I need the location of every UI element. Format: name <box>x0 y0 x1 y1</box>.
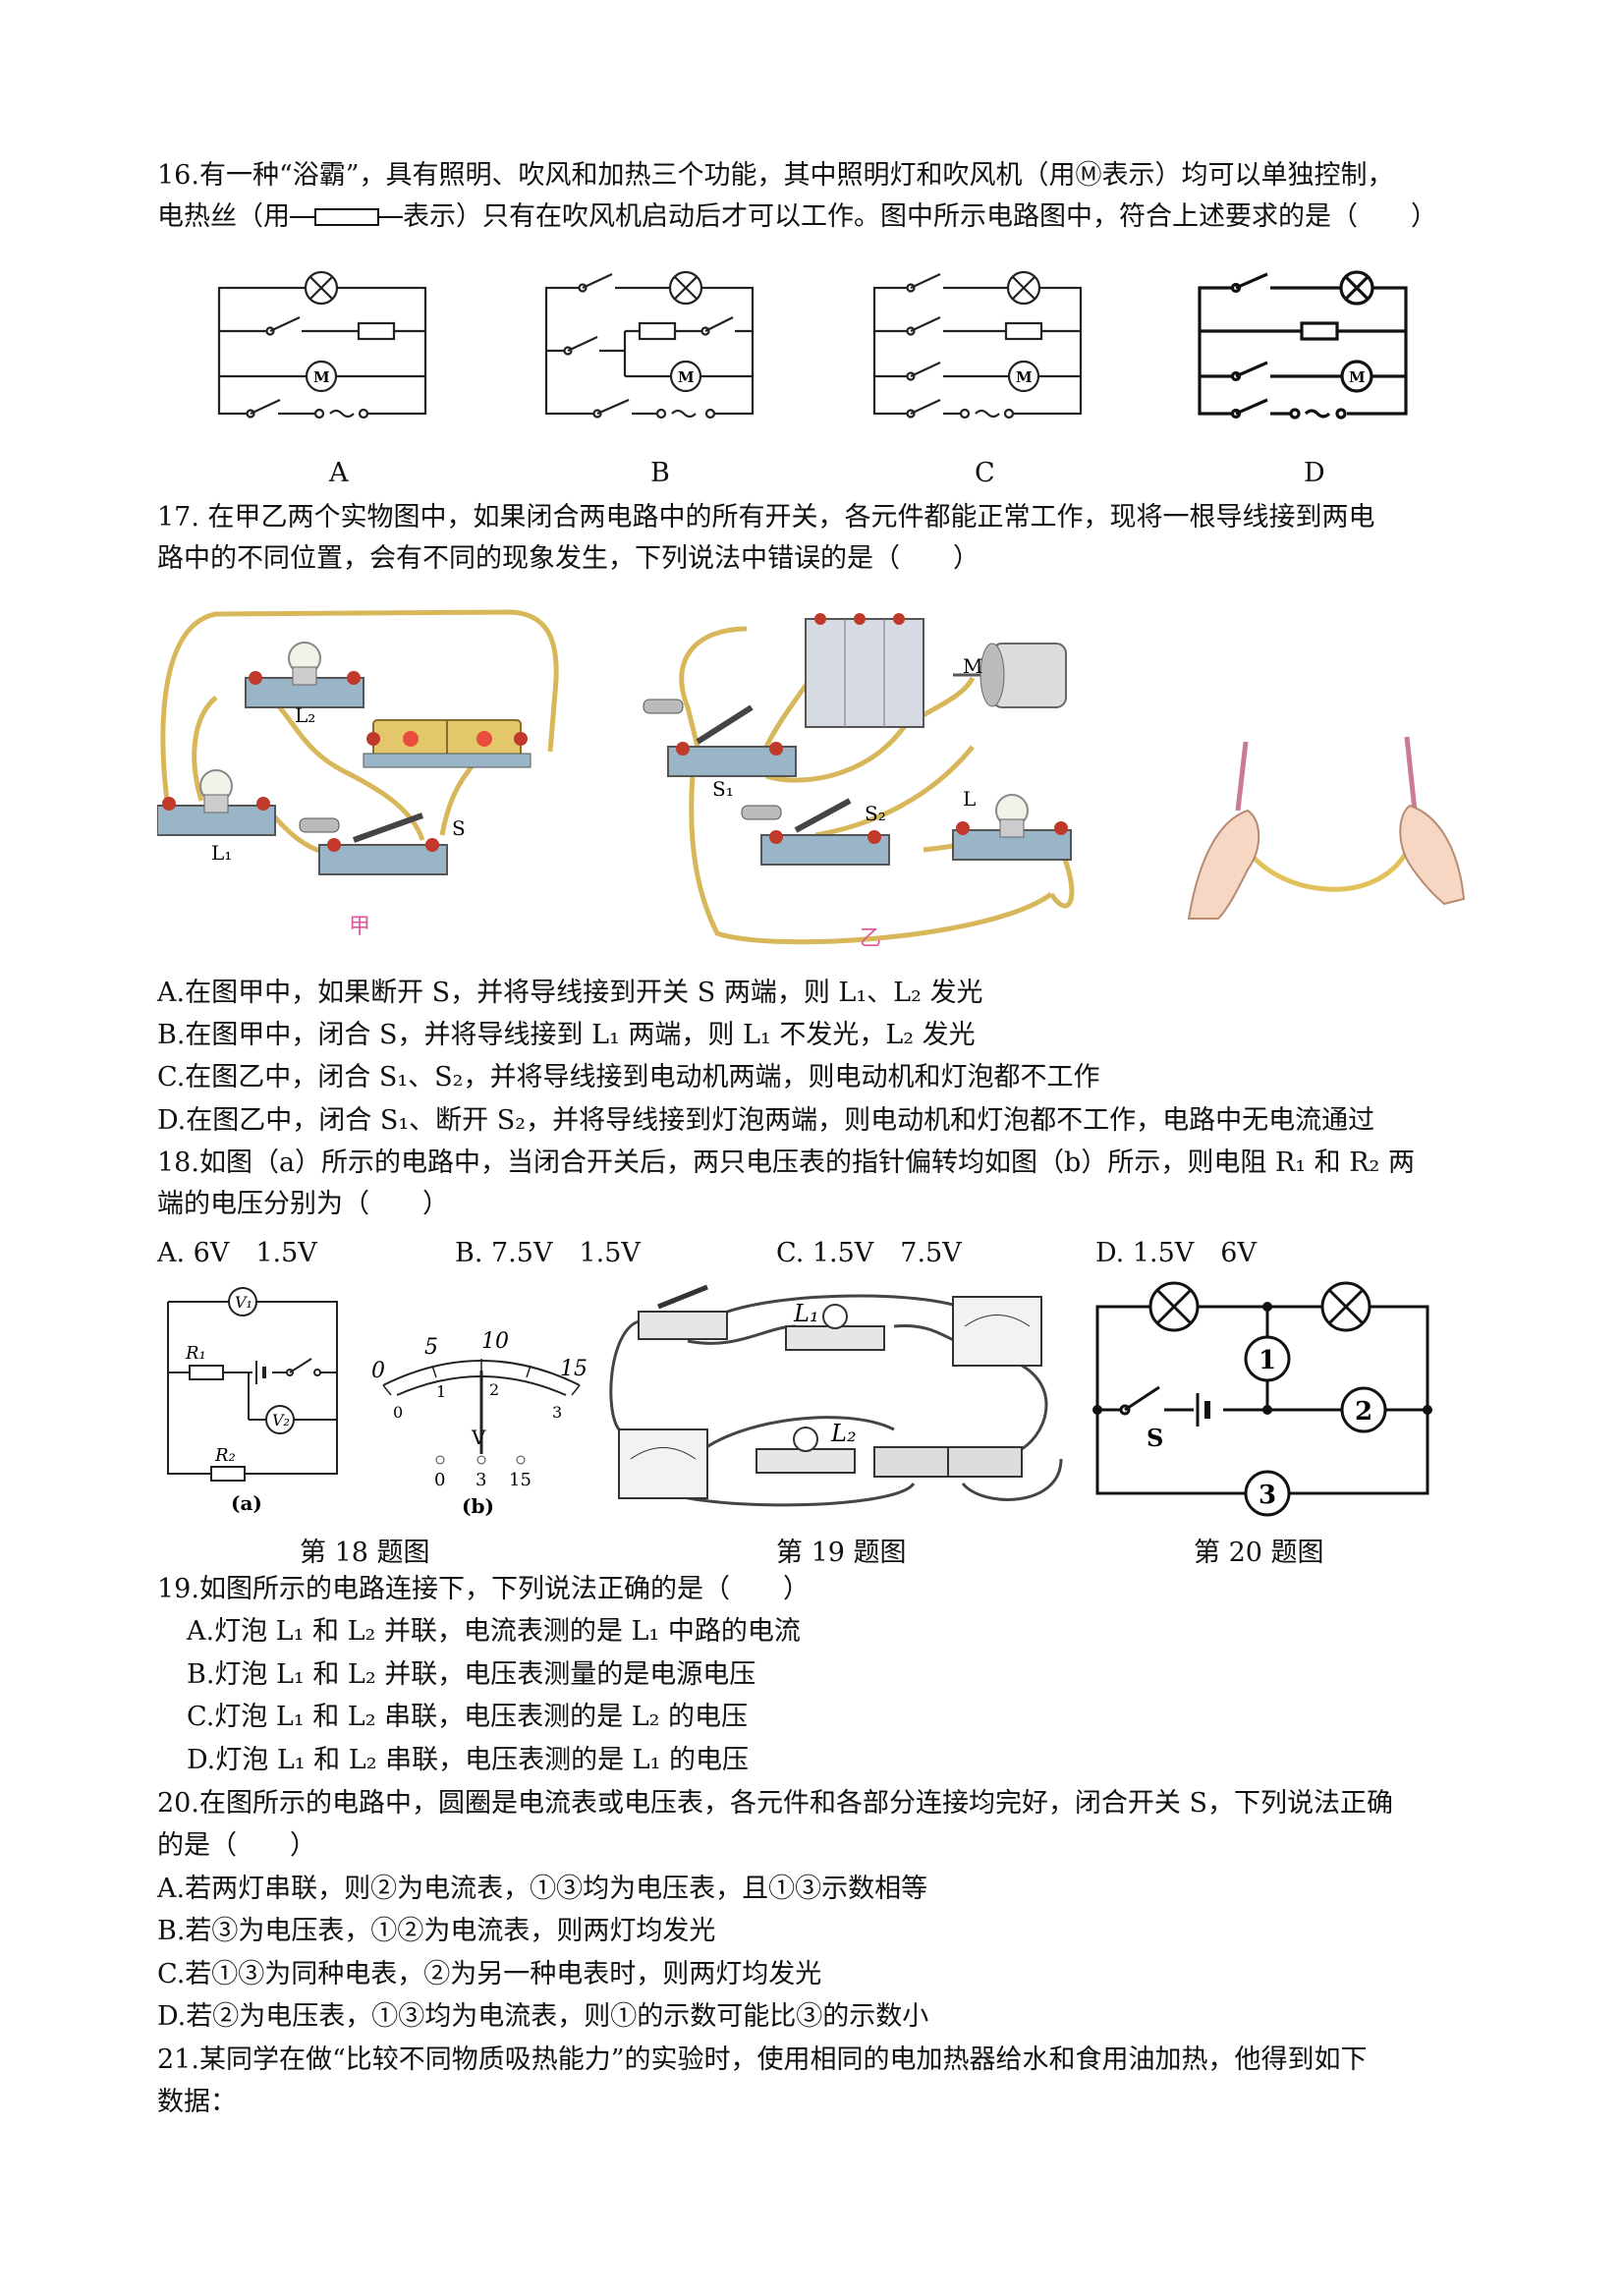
q18-stem-line1: 18.如图（a）所示的电路中，当闭合开关后，两只电压表的指针偏转均如图（b）所示… <box>157 1148 1415 1178</box>
q18-dial-bottom-1: 1 <box>436 1382 446 1401</box>
q17-label-l1: L₁ <box>211 841 232 865</box>
q17-label-s2: S₂ <box>865 802 886 825</box>
q18-option-d: D. 1.5V 6V <box>1095 1238 1257 1268</box>
q18-voltmeter-dial: 0 5 10 15 0 1 2 3 V 0 3 15 (b) <box>371 1329 588 1518</box>
q17-label-s: S <box>452 816 466 840</box>
q19-option-c: C.灯泡 L₁ 和 L₂ 串联，电压表测的是 L₂ 的电压 <box>187 1702 749 1732</box>
fig18-caption: 第 18 题图 <box>300 1538 430 1568</box>
q16-label-d: D <box>1304 458 1325 488</box>
q17-label-l: L <box>963 787 976 811</box>
svg-text:M: M <box>313 368 330 386</box>
q18-dial-bottom-0: 0 <box>393 1403 403 1422</box>
q19-stem: 19.如图所示的电路连接下，下列说法正确的是（ ） <box>157 1574 810 1604</box>
q20-option-d: D.若②为电压表，①③均为电流表，则①的示数可能比③的示数小 <box>157 2001 929 2032</box>
q18-dial-top-15: 15 <box>560 1357 588 1381</box>
q20-meter-3: 3 <box>1259 1481 1276 1510</box>
q19-option-d: D.灯泡 L₁ 和 L₂ 串联，电压表测的是 L₁ 的电压 <box>187 1745 750 1775</box>
q16-circuit-a: M <box>217 270 427 420</box>
q18-dial-bottom-3: 3 <box>552 1403 562 1422</box>
svg-text:M: M <box>1349 368 1366 386</box>
q21-stem-line1: 21.某同学在做“比较不同物质吸热能力”的实验时，使用相同的电加热器给水和食用油… <box>157 2044 1368 2075</box>
q18-option-c: C. 1.5V 7.5V <box>776 1238 962 1268</box>
q17-stem-line1: 17. 在甲乙两个实物图中，如果闭合两电路中的所有开关，各元件都能正常工作，现将… <box>157 502 1375 532</box>
q21-stem-line2: 数据： <box>157 2087 237 2117</box>
q18-caption-a: (a) <box>231 1491 262 1515</box>
fig19-caption: 第 19 题图 <box>776 1538 907 1568</box>
q16-circuit-c: M <box>872 270 1083 420</box>
q17-option-b: B.在图甲中，闭合 S，并将导线接到 L₁ 两端，则 L₁ 不发光，L₂ 发光 <box>157 1020 976 1050</box>
q19-circuit-figure: L₁ L₂ <box>609 1284 1063 1507</box>
q16-label-a: A <box>329 458 349 488</box>
q17-figure-jia: L₂ L₁ S 甲 <box>157 609 559 939</box>
q20-meter-1: 1 <box>1259 1346 1276 1375</box>
fig20-caption: 第 20 题图 <box>1194 1538 1324 1568</box>
q16-label-b: B <box>650 458 670 488</box>
q20-circuit-figure: S 1 2 3 <box>1092 1281 1432 1517</box>
q18-dial-top-0: 0 <box>371 1359 385 1383</box>
q20-label-s: S <box>1147 1424 1163 1452</box>
q16-label-c: C <box>975 458 995 488</box>
q19-option-b: B.灯泡 L₁ 和 L₂ 并联，电压表测量的是电源电压 <box>187 1659 756 1690</box>
q18-label-v2: V₂ <box>272 1411 290 1429</box>
svg-text:M: M <box>1016 368 1033 386</box>
q17-label-s1: S₁ <box>712 777 734 801</box>
q20-option-a: A.若两灯串联，则②为电流表，①③均为电压表，且①③示数相等 <box>157 1874 928 1904</box>
q16-stem-line2-b: 表示）只有在吹风机启动后才可以工作。图中所示电路图中，符合上述要求的是（ ） <box>403 201 1437 232</box>
q18-stem-line2: 端的电压分别为（ ） <box>157 1189 449 1219</box>
q19-option-a: A.灯泡 L₁ 和 L₂ 并联，电流表测的是 L₁ 中路的电流 <box>187 1616 801 1647</box>
q20-stem-line1: 20.在图所示的电路中，圆圈是电流表或电压表，各元件和各部分连接均完好，闭合开关… <box>157 1788 1394 1819</box>
q17-label-yi: 乙 <box>860 926 881 951</box>
q18-label-r1: R₁ <box>185 1343 206 1364</box>
q17-option-c: C.在图乙中，闭合 S₁、S₂，并将导线接到电动机两端，则电动机和灯泡都不工作 <box>157 1062 1100 1092</box>
q18-option-a: A. 6V 1.5V <box>157 1238 317 1268</box>
q20-meter-2: 2 <box>1355 1397 1372 1427</box>
q18-terminal-15: 15 <box>509 1470 532 1490</box>
q17-label-m: M <box>963 654 982 678</box>
q17-figure-yi: M S₁ S₂ L 乙 <box>643 613 1075 951</box>
q18-circuit-a: V₁ V₂ R₁ R₂ (a) <box>167 1287 338 1515</box>
q18-terminal-0: 0 <box>434 1470 445 1490</box>
q18-label-v1: V₁ <box>235 1293 252 1312</box>
q16-stem-line2: 电热丝（用 表示）只有在吹风机启动后才可以工作。图中所示电路图中，符合上述要求的是… <box>157 201 1437 233</box>
q17-option-d: D.在图乙中，闭合 S₁、断开 S₂，并将导线接到灯泡两端，则电动机和灯泡都不工… <box>157 1105 1375 1136</box>
q19-label-l1: L₁ <box>793 1300 819 1327</box>
q18-dial-top-5: 5 <box>424 1335 438 1360</box>
q20-option-b: B.若③为电压表，①②为电流表，则两灯均发光 <box>157 1916 716 1946</box>
q17-stem-line2: 路中的不同位置，会有不同的现象发生，下列说法中错误的是（ ） <box>157 543 979 574</box>
q16-stem-line2-a: 电热丝（用 <box>157 201 290 232</box>
q18-label-r2: R₂ <box>214 1445 236 1466</box>
q20-stem-line2: 的是（ ） <box>157 1830 316 1861</box>
q18-dial-top-10: 10 <box>481 1329 509 1354</box>
hands-holding-wire-icon <box>1187 736 1466 920</box>
q19-label-l2: L₂ <box>830 1420 857 1447</box>
q16-circuit-d: M <box>1198 270 1408 420</box>
svg-text:M: M <box>678 368 695 386</box>
q18-dial-bottom-2: 2 <box>489 1380 499 1399</box>
q18-terminal-3: 3 <box>476 1470 486 1490</box>
q17-option-a: A.在图甲中，如果断开 S，并将导线接到开关 S 两端，则 L₁、L₂ 发光 <box>157 978 983 1008</box>
q18-dial-unit: V <box>471 1426 486 1449</box>
q18-option-b: B. 7.5V 1.5V <box>455 1238 641 1268</box>
heater-symbol-icon <box>290 207 403 227</box>
q17-label-l2: L₂ <box>295 703 315 727</box>
q18-caption-b: (b) <box>462 1494 494 1518</box>
q16-stem-line1: 16.有一种“浴霸”，具有照明、吹风和加热三个功能，其中照明灯和吹风机（用Ⓜ表示… <box>157 160 1394 191</box>
q17-label-jia: 甲 <box>349 915 370 939</box>
q16-circuit-b: M <box>544 270 755 420</box>
q20-option-c: C.若①③为同种电表，②为另一种电表时，则两灯均发光 <box>157 1959 822 1989</box>
